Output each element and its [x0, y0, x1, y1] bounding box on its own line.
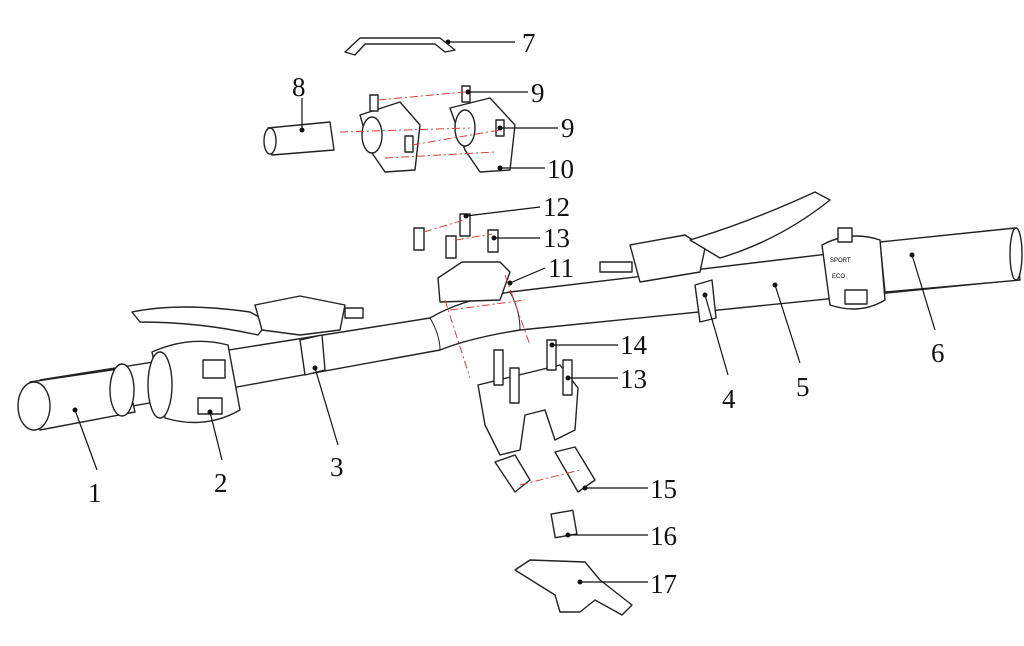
part-16-nut-plate — [550, 509, 578, 539]
callout-9-upper: 9 — [531, 78, 545, 108]
bolts-12-13 — [413, 213, 499, 259]
callout-6: 6 — [931, 338, 945, 368]
callout-10: 10 — [547, 154, 574, 184]
callout-17: 17 — [650, 569, 677, 599]
switch-label-bottom: ECO — [832, 274, 845, 280]
part-10-clamps — [359, 97, 516, 173]
part-7-bracket — [344, 37, 456, 56]
right-switch-housing: SPORT ECO — [821, 227, 886, 310]
left-switch-housing — [147, 340, 241, 424]
callout-16: 16 — [650, 521, 677, 551]
callout-7: 7 — [522, 28, 536, 58]
switch-label-top: SPORT — [830, 258, 851, 264]
riser-base — [477, 339, 579, 456]
callout-13-upper: 13 — [543, 223, 570, 253]
left-grip — [17, 363, 136, 431]
part-15-spacers — [494, 446, 596, 493]
callout-3: 3 — [330, 452, 344, 482]
left-brake-lever — [131, 295, 364, 376]
part-17-bracket — [514, 559, 633, 616]
callout-12: 12 — [543, 192, 570, 222]
part-8-tube — [263, 121, 335, 156]
leader-lines — [72, 39, 936, 585]
callout-9-lower: 9 — [561, 113, 575, 143]
callout-5: 5 — [796, 372, 810, 402]
part-11-clamp-cap — [437, 261, 511, 303]
callout-15: 15 — [650, 474, 677, 504]
callout-8: 8 — [292, 72, 306, 102]
callout-4: 4 — [722, 384, 736, 414]
callout-13-lower: 13 — [620, 364, 647, 394]
right-grip — [879, 227, 1023, 293]
callout-2: 2 — [214, 468, 228, 498]
callout-1: 1 — [88, 478, 102, 508]
right-brake-lever — [599, 191, 831, 323]
callout-11: 11 — [548, 253, 574, 283]
callout-14: 14 — [620, 330, 648, 360]
